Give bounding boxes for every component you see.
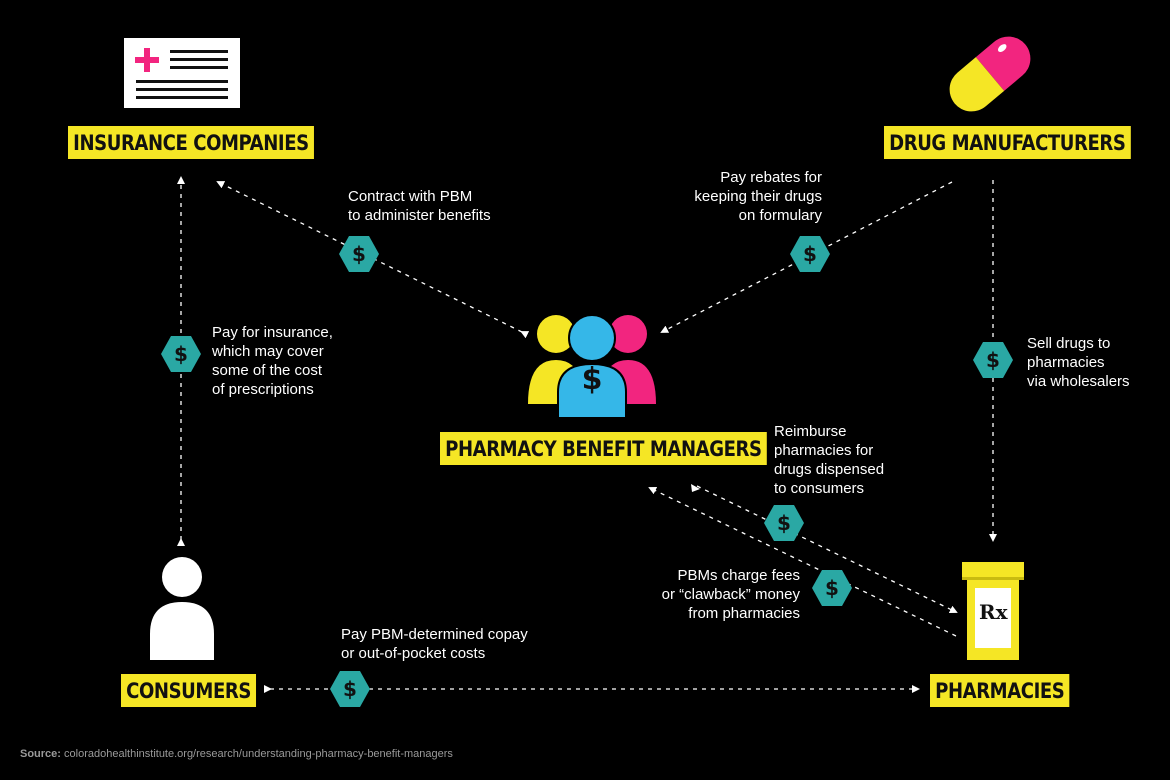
note-line: some of the cost [212, 362, 323, 379]
note-line: Sell drugs to [1027, 335, 1111, 352]
money-badge-fees: $ [812, 570, 852, 606]
dollar-icon: $ [343, 677, 357, 701]
dollar-icon: $ [986, 348, 1000, 372]
note-line: PBMs charge fees [677, 567, 800, 584]
note-line: Contract with PBM [348, 188, 473, 205]
note-line: drugs dispensed [774, 461, 885, 478]
source-credit: Source: coloradohealthinstitute.org/rese… [20, 748, 453, 760]
note-line: to administer benefits [348, 207, 491, 224]
note-line: via wholesalers [1027, 373, 1130, 390]
note-line: Pay PBM-determined copay [341, 626, 528, 643]
node-drug-manufacturers: DRUG MANUFACTURERS [884, 126, 1131, 159]
arrow-pbm-to-insurance [216, 181, 530, 339]
note-line: Pay rebates for [720, 169, 822, 186]
note-line: on formulary [738, 207, 822, 224]
pill-bottle-icon [962, 562, 1024, 660]
note-copay: Pay PBM-determined copay or out-of-pocke… [341, 625, 528, 663]
note-line: keeping their drugs [694, 188, 822, 205]
source-label: Source: [20, 748, 61, 760]
note-line: of prescriptions [212, 381, 314, 398]
node-consumers: CONSUMERS [121, 674, 257, 707]
dollar-icon: $ [174, 342, 188, 366]
pbm-people-icon [528, 314, 656, 418]
note-contract: Contract with PBM to administer benefits [348, 187, 491, 225]
money-badge-reimburse: $ [764, 505, 804, 541]
note-insurance-payment: Pay for insurance, which may cover some … [212, 323, 333, 399]
node-pharmacy-benefit-managers: PHARMACY BENEFIT MANAGERS [440, 432, 767, 465]
dollar-icon: $ [803, 242, 817, 266]
note-sell: Sell drugs to pharmacies via wholesalers [1027, 334, 1130, 391]
note-line: to consumers [774, 480, 865, 497]
node-pharmacies: PHARMACIES [930, 674, 1070, 707]
node-insurance-companies: INSURANCE COMPANIES [68, 126, 314, 159]
note-line: pharmacies [1027, 354, 1105, 371]
money-badge-contract: $ [339, 236, 379, 272]
note-line: or out-of-pocket costs [341, 645, 486, 662]
money-badge-insurance: $ [161, 336, 201, 372]
note-rebates: Pay rebates for keeping their drugs on f… [660, 168, 822, 225]
insurance-card-icon [124, 38, 240, 108]
rx-symbol: Rx [979, 600, 1008, 624]
note-fees: PBMs charge fees or “clawback” money fro… [630, 566, 800, 623]
dollar-icon: $ [352, 242, 366, 266]
pbm-dollar-symbol: $ [581, 362, 603, 397]
note-line: or “clawback” money [661, 586, 800, 603]
note-line: Pay for insurance, [212, 324, 333, 341]
pill-icon [949, 36, 1031, 112]
note-line: which may cover [212, 343, 324, 360]
note-line: Reimburse [774, 423, 847, 440]
arrow-pbm-to-pharmacy [696, 485, 958, 613]
source-url: coloradohealthinstitute.org/research/und… [64, 748, 453, 760]
person-icon [150, 557, 214, 660]
note-reimburse: Reimburse pharmacies for drugs dispensed… [774, 422, 884, 498]
arrow-pharmacy-to-pbm [648, 487, 957, 637]
dollar-icon: $ [825, 576, 839, 600]
money-badge-rebates: $ [790, 236, 830, 272]
note-line: pharmacies for [774, 442, 874, 459]
note-line: from pharmacies [688, 605, 800, 622]
dollar-icon: $ [777, 511, 791, 535]
money-badge-sell: $ [973, 342, 1013, 378]
money-badge-copay: $ [330, 671, 370, 707]
